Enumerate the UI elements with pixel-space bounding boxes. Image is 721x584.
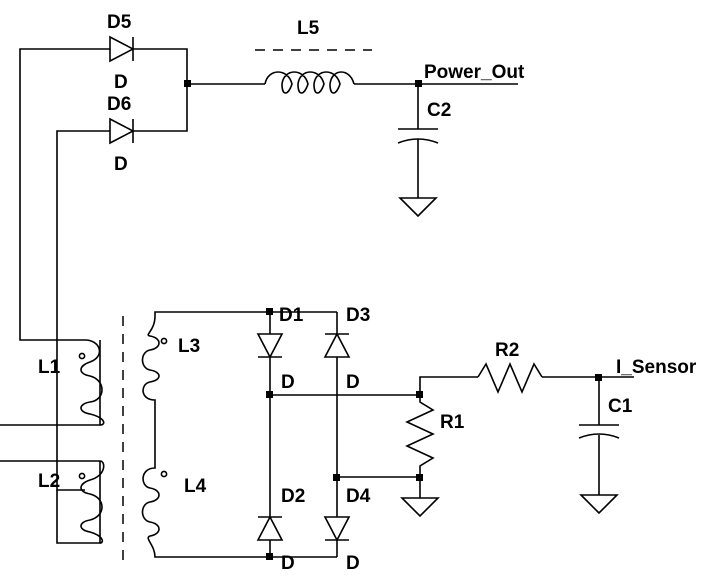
label-l1-ref: L1 [38, 357, 61, 378]
label-r2-ref: R2 [495, 340, 519, 361]
label-d5-ref: D5 [107, 12, 132, 33]
capacitor-c1 [578, 377, 620, 495]
diode-d2 [256, 515, 284, 541]
label-c1-ref: C1 [608, 396, 633, 417]
label-d6-value: D [114, 154, 128, 175]
label-l5-ref: L5 [297, 18, 320, 39]
inductor-l2 [78, 460, 105, 544]
label-d3-ref: D3 [346, 305, 370, 326]
power-out-node [415, 80, 422, 87]
inductor-l3 [141, 311, 270, 408]
inductor-l4 [141, 408, 270, 558]
label-d2-ref: D2 [281, 486, 305, 507]
label-power-out: Power_Out [424, 62, 525, 83]
diode-d1 [256, 333, 284, 359]
label-d4-value: D [346, 553, 360, 574]
label-r1-ref: R1 [440, 412, 465, 433]
label-d6-ref: D6 [107, 94, 131, 115]
bridge-left-node [266, 391, 273, 398]
label-i-sensor: I_Sensor [616, 357, 697, 378]
label-d2-value: D [281, 553, 295, 574]
resistor-r2 [477, 361, 543, 395]
label-d5-value: D [114, 72, 128, 93]
diode-d4 [323, 516, 351, 542]
label-c2-ref: C2 [427, 100, 451, 121]
wire-top-left-loop [19, 48, 110, 491]
ground-icon [579, 494, 619, 515]
inductor-l1 [78, 339, 105, 426]
ground-icon [400, 497, 440, 518]
ground-icon [398, 197, 438, 218]
label-l3-ref: L3 [178, 336, 200, 357]
label-l2-ref: L2 [38, 471, 60, 492]
diode-d6 [109, 117, 135, 145]
label-d1-value: D [281, 372, 295, 393]
label-d3-value: D [346, 372, 360, 393]
bridge-right-node [333, 474, 340, 481]
resistor-r1 [405, 395, 435, 477]
label-d1-ref: D1 [279, 305, 304, 326]
inductor-l5 [264, 71, 355, 94]
label-d4-ref: D4 [346, 486, 371, 507]
diode-d3 [323, 332, 351, 358]
diode-d5 [109, 35, 188, 132]
bridge-top-node [266, 308, 273, 315]
label-l4-ref: L4 [184, 476, 207, 497]
capacitor-c2 [397, 84, 439, 198]
